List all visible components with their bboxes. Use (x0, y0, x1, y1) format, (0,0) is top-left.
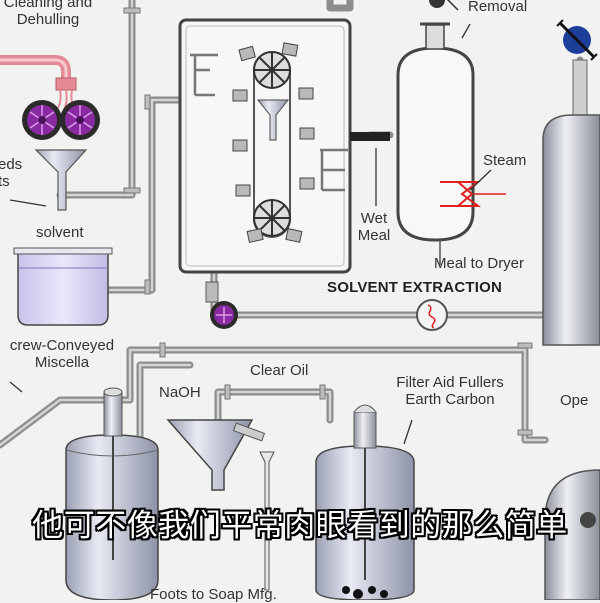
open-label: Ope (560, 392, 589, 409)
filter-aid-label: Filter Aid Fullers Earth Carbon (396, 374, 504, 409)
solvent-storage-cylinder (542, 59, 600, 346)
wet-meal-label: Wet Meal (357, 210, 391, 245)
screw-conveyed-miscella-label: crew-Conveyed Miscella (9, 337, 115, 372)
pipe-clear-oil (214, 388, 334, 424)
solvent-tank (13, 247, 113, 326)
meal-to-dryer-label: Meal to Dryer (434, 255, 525, 272)
pipe-fittings (123, 7, 533, 436)
seed-hopper (34, 149, 88, 211)
foots-pipe (259, 451, 275, 591)
annotation-leaders (9, 23, 492, 445)
heat-exchanger (416, 299, 448, 331)
solvent-label: solvent (36, 224, 84, 241)
extractor-pump (205, 281, 238, 329)
solvent-extraction-title: SOLVENT EXTRACTION (327, 279, 502, 296)
naoh-label: NaOH (159, 384, 201, 401)
dehulling-rollers (22, 100, 100, 140)
extractor-vessel (178, 18, 390, 274)
video-subtitle: 他可不像我们平常肉眼看到的那么简单 (32, 507, 568, 544)
top-valve (429, 0, 459, 11)
steam-label: Steam (483, 152, 527, 169)
cleaning-dehulling-label: Cleaning and Dehulling (3, 0, 93, 29)
naoh-funnel (166, 419, 266, 491)
desolventizer-vessel (396, 22, 475, 242)
foots-label: Foots to Soap Mfg. (150, 586, 277, 603)
seeds-label: eds ts (0, 156, 23, 191)
steam-coil (440, 181, 506, 207)
bleaching-tank (315, 404, 415, 600)
filter-press (544, 469, 600, 600)
pressure-gauge-icon (556, 19, 598, 61)
refining-tank-left (65, 387, 159, 600)
removal-label: Removal (468, 0, 528, 15)
pipe-top-right (326, 0, 354, 12)
clear-oil-label: Clear Oil (250, 362, 309, 379)
